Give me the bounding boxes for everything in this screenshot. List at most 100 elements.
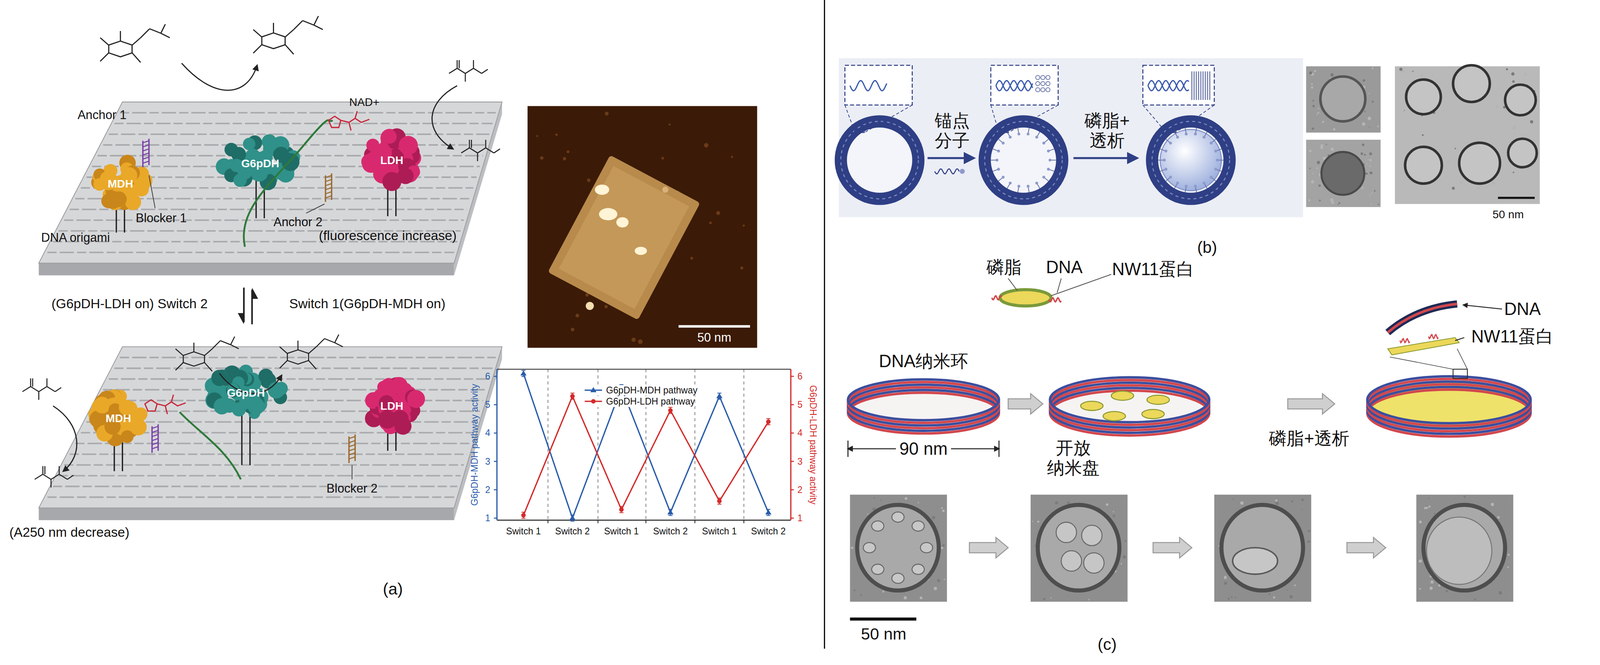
anchor-head xyxy=(1176,181,1179,185)
helix-row xyxy=(103,389,487,391)
helix-layer xyxy=(1050,382,1210,428)
tem-background xyxy=(850,494,948,602)
afm-speck xyxy=(742,224,745,227)
bond xyxy=(175,349,184,357)
anchor-molecule xyxy=(1211,178,1216,182)
note-label: (fluorescence increase) xyxy=(318,228,457,244)
afm-bright-spot xyxy=(662,186,669,193)
afm-speck xyxy=(570,327,575,332)
anchor-head xyxy=(1042,175,1046,179)
tem-grain xyxy=(1463,496,1466,499)
afm-speck xyxy=(631,337,636,343)
tem-nanodisc xyxy=(911,521,925,532)
tem-grain xyxy=(1425,506,1429,510)
protein-subunit xyxy=(274,382,289,396)
bond xyxy=(212,340,221,349)
tem-grain xyxy=(1307,540,1310,544)
inset-frame xyxy=(990,65,1059,106)
part-label: NAD+ xyxy=(349,95,380,109)
anchor-head xyxy=(1164,167,1168,171)
helix-row xyxy=(114,367,493,370)
tem-image xyxy=(1305,139,1381,208)
error-bar xyxy=(570,392,575,394)
bond xyxy=(461,139,500,162)
protein-subunit xyxy=(120,430,134,444)
enzyme xyxy=(361,128,422,217)
error-bar xyxy=(619,506,624,508)
anchor-head xyxy=(1040,75,1045,80)
enzyme xyxy=(88,389,148,472)
nad-cofactor xyxy=(328,111,370,131)
dna-strand xyxy=(996,80,1033,91)
tem-grain xyxy=(1368,92,1370,95)
panel-label: (a) xyxy=(382,580,403,600)
ring-bond xyxy=(108,41,133,57)
anchor-molecule-icon xyxy=(934,168,959,174)
scale-bar xyxy=(678,325,750,328)
legend-text: G6pDH-LDH pathway xyxy=(605,396,695,408)
enzyme-linker xyxy=(255,177,257,219)
nanodisc xyxy=(1141,409,1165,419)
origami-edge xyxy=(38,507,454,521)
tem-grain xyxy=(1427,497,1430,499)
afm-speck xyxy=(637,339,643,345)
anchor-rung xyxy=(143,156,150,159)
grid-line xyxy=(743,369,745,521)
dimension-line xyxy=(950,448,999,450)
tem-grain xyxy=(1374,190,1376,192)
bond xyxy=(230,345,239,350)
anchor-molecule xyxy=(1158,159,1164,161)
leader-line xyxy=(305,203,325,214)
tem-grain xyxy=(1317,111,1320,114)
molecule xyxy=(34,466,74,488)
legend-sample xyxy=(583,396,604,407)
tem-grain xyxy=(1309,167,1311,170)
step-label: 磷脂+ 透析 xyxy=(1079,110,1135,151)
bond xyxy=(149,28,161,34)
anchor-head xyxy=(1176,135,1179,139)
tem-grain xyxy=(1429,586,1433,591)
helix-row xyxy=(114,122,493,125)
tem-grain xyxy=(1307,529,1311,533)
tem-grain xyxy=(1112,511,1114,513)
tem-grain xyxy=(1498,591,1503,596)
tick-label: 6 xyxy=(485,371,491,383)
tem-background xyxy=(1305,139,1381,208)
data-marker xyxy=(619,507,624,512)
bond xyxy=(253,44,263,54)
anchor-head xyxy=(1035,75,1040,80)
tick-label: 5 xyxy=(485,399,491,411)
bond xyxy=(334,343,343,348)
tem-image xyxy=(1416,494,1514,602)
tem-grain xyxy=(942,544,946,548)
tem-grain xyxy=(1313,70,1316,73)
anchor-molecule xyxy=(1007,184,1010,189)
swinging-arm xyxy=(243,120,333,248)
zoom-line xyxy=(990,105,999,133)
legend-marker xyxy=(590,387,597,393)
helix-row xyxy=(119,356,496,359)
afm-speck xyxy=(562,156,567,161)
bond xyxy=(293,20,303,30)
anchor-head xyxy=(1035,135,1039,139)
switch-arrowhead xyxy=(237,313,244,325)
anchor-head xyxy=(1209,175,1213,179)
tem-grain xyxy=(1529,120,1534,124)
tem-grain xyxy=(1289,595,1293,599)
tem-grain xyxy=(940,547,944,550)
dna-handle xyxy=(1400,339,1410,344)
helix-row xyxy=(58,475,461,477)
tem-grain xyxy=(1124,540,1127,543)
protein-subunit xyxy=(211,370,228,387)
part-label: DNA xyxy=(1503,299,1541,320)
helix-row xyxy=(108,133,490,136)
tem-grain xyxy=(941,507,943,510)
dna-ring xyxy=(1152,121,1230,200)
legend-sample xyxy=(583,385,604,396)
afm-speck xyxy=(703,143,709,148)
anchor-molecule xyxy=(1028,127,1030,134)
step-label: 锚点 分子 xyxy=(933,110,972,151)
bond xyxy=(160,33,171,38)
part-label: Blocker 1 xyxy=(135,211,187,226)
